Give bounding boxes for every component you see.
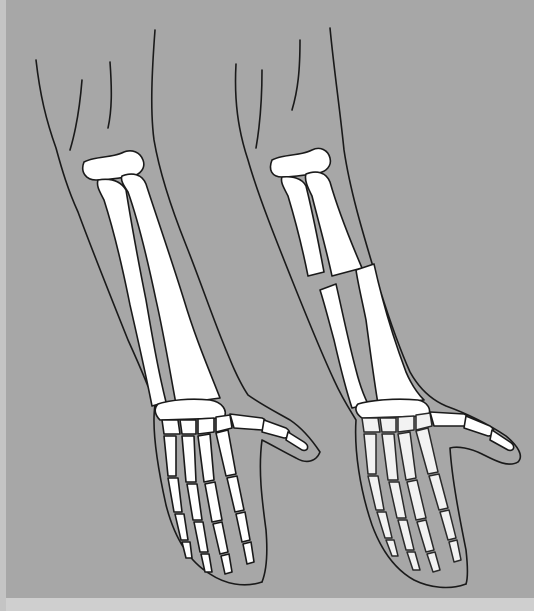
page-bottom-margin: [0, 598, 534, 611]
arm-fractured-carpals: [356, 399, 432, 432]
arm-intact-carpals: [155, 399, 232, 434]
page-left-margin: [0, 0, 6, 611]
